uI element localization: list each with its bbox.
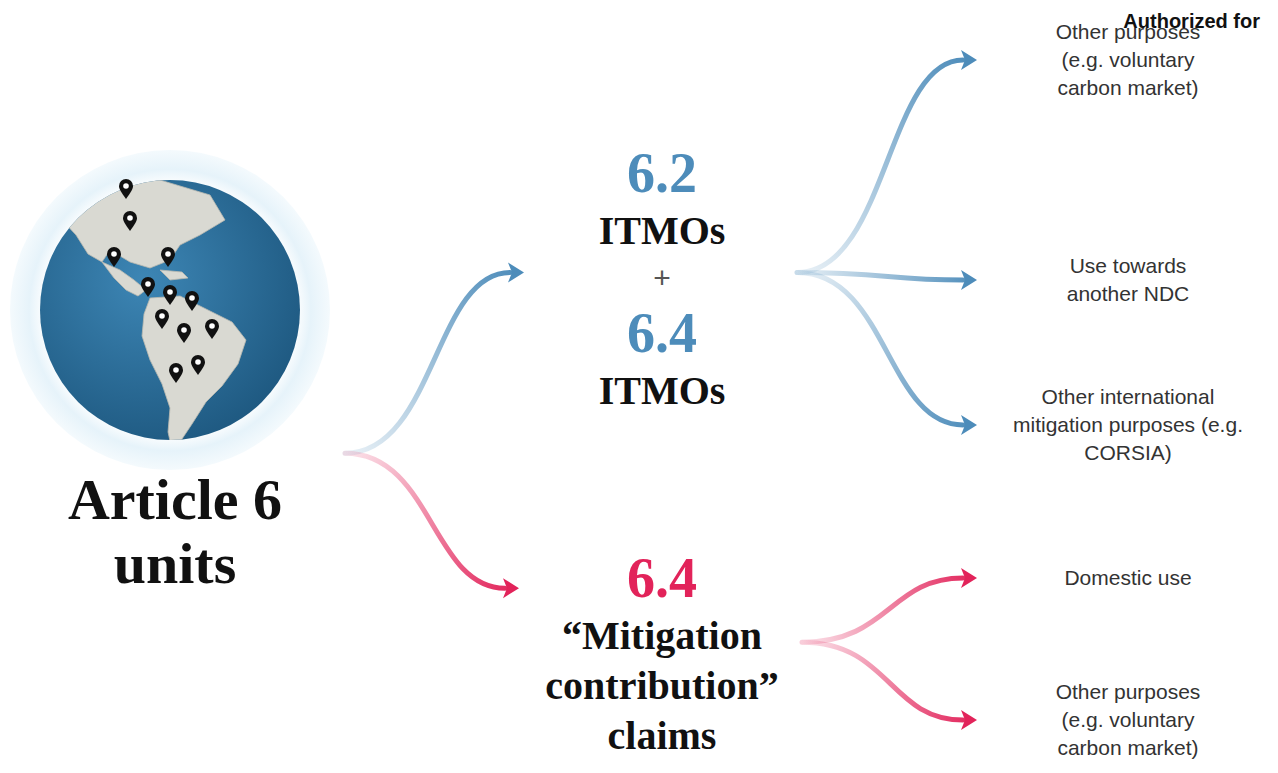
flow-arrow xyxy=(345,453,519,598)
use-label: Other international mitigation purposes … xyxy=(1010,383,1246,467)
flow-arrow xyxy=(345,262,524,453)
node-title: Article 6 units xyxy=(25,468,325,596)
arrow-head xyxy=(961,568,977,588)
article-number: 6.4 xyxy=(532,300,792,366)
source-node: Article 6 units xyxy=(10,150,340,596)
use-label: Other purposes (e.g. voluntary carbon ma… xyxy=(1043,678,1213,762)
arrow-line xyxy=(802,578,963,642)
use-node: Other international mitigation purposes … xyxy=(985,383,1271,467)
flow-arrow xyxy=(802,568,977,642)
itmo-group: 6.2ITMOs+6.4ITMOs xyxy=(532,140,792,416)
use-node: Use towards another NDC xyxy=(985,252,1271,308)
use-node: Domestic use xyxy=(985,564,1271,592)
arrow-line xyxy=(802,642,963,720)
claim-group: 6.4“Mitigation contribution” claims xyxy=(527,545,797,761)
arrow-head xyxy=(961,50,977,70)
claim-type: “Mitigation contribution” claims xyxy=(527,611,797,761)
use-label: Use towards another NDC xyxy=(1053,252,1203,308)
arrow-head xyxy=(961,710,977,730)
arrow-line xyxy=(345,272,510,453)
arrow-line xyxy=(345,453,505,588)
article-number: 6.4 xyxy=(527,545,797,611)
flow-arrow xyxy=(797,272,977,435)
arrow-head xyxy=(961,415,977,435)
unit-type: ITMOs xyxy=(532,206,792,256)
arrow-head xyxy=(961,270,977,290)
arrow-line xyxy=(797,272,963,425)
flow-arrow xyxy=(802,642,977,730)
use-node: Other purposes (e.g. voluntary carbon ma… xyxy=(985,678,1271,762)
arrow-line xyxy=(797,60,963,272)
arrow-head xyxy=(503,578,519,598)
use-label: Domestic use xyxy=(1028,564,1228,592)
flow-arrow xyxy=(797,50,977,272)
plus-sign: + xyxy=(532,256,792,300)
article-number: 6.2 xyxy=(532,140,792,206)
unit-type: ITMOs xyxy=(532,366,792,416)
globe-illustration xyxy=(10,150,340,480)
column-heading: Authorized for xyxy=(1123,8,1260,34)
arrow-head xyxy=(508,262,524,282)
